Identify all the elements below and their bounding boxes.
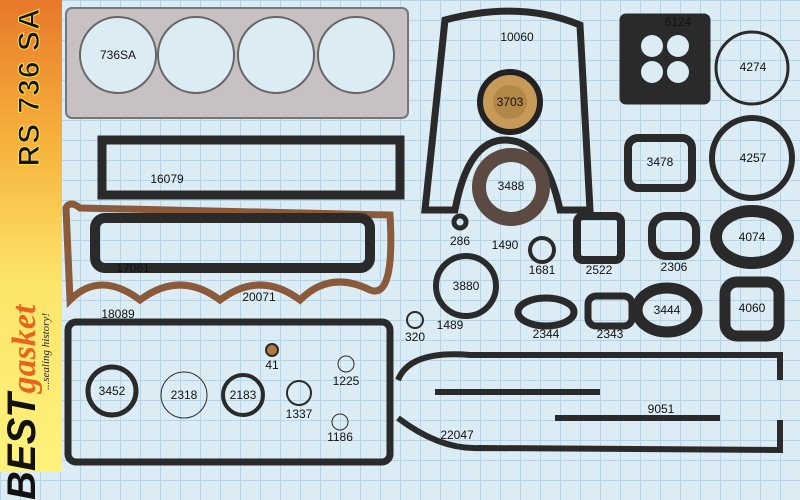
intake-gasket-17061 [90, 213, 375, 273]
label-17061: 17061 [116, 261, 150, 275]
ring-4257 [709, 115, 795, 201]
label-2318: 2318 [171, 388, 198, 402]
label-3880: 3880 [453, 279, 480, 293]
label-3703: 3703 [497, 95, 524, 109]
label-1186: 1186 [327, 430, 353, 444]
valve-cover-gasket-20071 [62, 200, 395, 309]
label-286: 286 [450, 234, 470, 248]
carb-gasket [619, 13, 711, 105]
label-1225: 1225 [333, 374, 360, 388]
label-1337: 1337 [286, 407, 313, 421]
manifold-gasket-16079 [97, 135, 405, 200]
label-22047: 22047 [440, 428, 474, 442]
label-1681: 1681 [529, 263, 556, 277]
label-3478: 3478 [647, 155, 674, 169]
label-2343: 2343 [597, 327, 624, 341]
label-1490: 1490 [492, 238, 519, 252]
label-2344: 2344 [533, 327, 560, 341]
gasket-3478 [624, 134, 696, 192]
label-18089: 18089 [101, 307, 135, 321]
label-4060: 4060 [739, 301, 766, 315]
label-16079: 16079 [150, 172, 184, 186]
label-1489: 1489 [437, 318, 464, 332]
label-4074: 4074 [739, 230, 766, 244]
label-20071: 20071 [242, 290, 276, 304]
label-320: 320 [405, 330, 425, 344]
oil-pan-rail-9051 [395, 351, 783, 382]
oil-pan-gasket-18089 [64, 318, 394, 466]
label-4274: 4274 [740, 60, 767, 74]
label-2183: 2183 [230, 388, 257, 402]
label-2522: 2522 [586, 263, 613, 277]
gasket-set-photo: 736SA 10060 6124 4274 3703 3478 4257 160… [62, 7, 795, 466]
label-3444: 3444 [654, 303, 681, 317]
label-10060: 10060 [500, 30, 534, 44]
label-3452: 3452 [99, 384, 126, 398]
label-3488: 3488 [498, 179, 525, 193]
ring-4274 [714, 30, 790, 106]
label-41: 41 [265, 358, 279, 372]
label-4257: 4257 [740, 151, 767, 165]
seal-3488 [472, 148, 550, 226]
rear-seal-3880 [433, 253, 499, 319]
label-9051: 9051 [648, 402, 675, 416]
label-2306: 2306 [661, 260, 688, 274]
timing-cover-gasket [421, 7, 594, 214]
oil-pan-rail-22047 [396, 415, 783, 454]
label-6124: 6124 [665, 15, 692, 29]
brand-strip: RS 736 SA BESTgasket ...sealing history! [0, 0, 62, 500]
label-736SA: 736SA [100, 48, 136, 62]
